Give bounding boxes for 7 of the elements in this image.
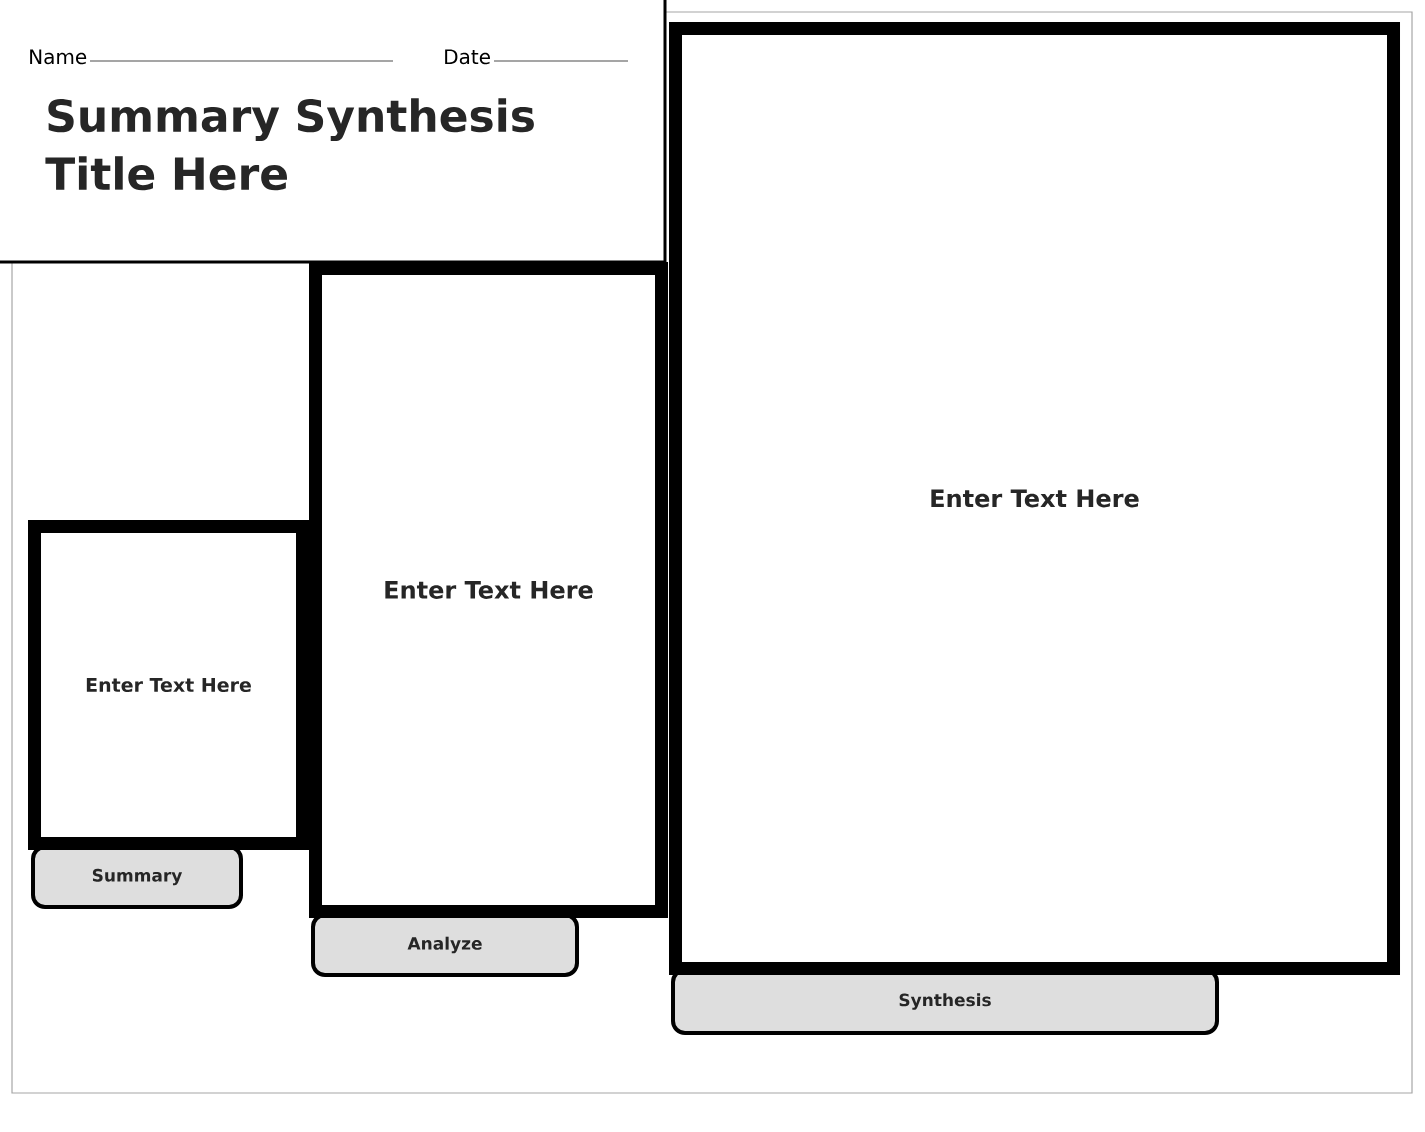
title: Summary Synthesis Title Here [45,98,534,191]
field-label: Date [445,49,490,65]
text-panel: Enter Text Here [28,520,309,850]
field-label: Name [30,49,87,65]
tab-label: Summary [31,845,243,909]
tab-label: Synthesis [671,968,1219,1035]
tab-label: Analyze [311,913,579,977]
